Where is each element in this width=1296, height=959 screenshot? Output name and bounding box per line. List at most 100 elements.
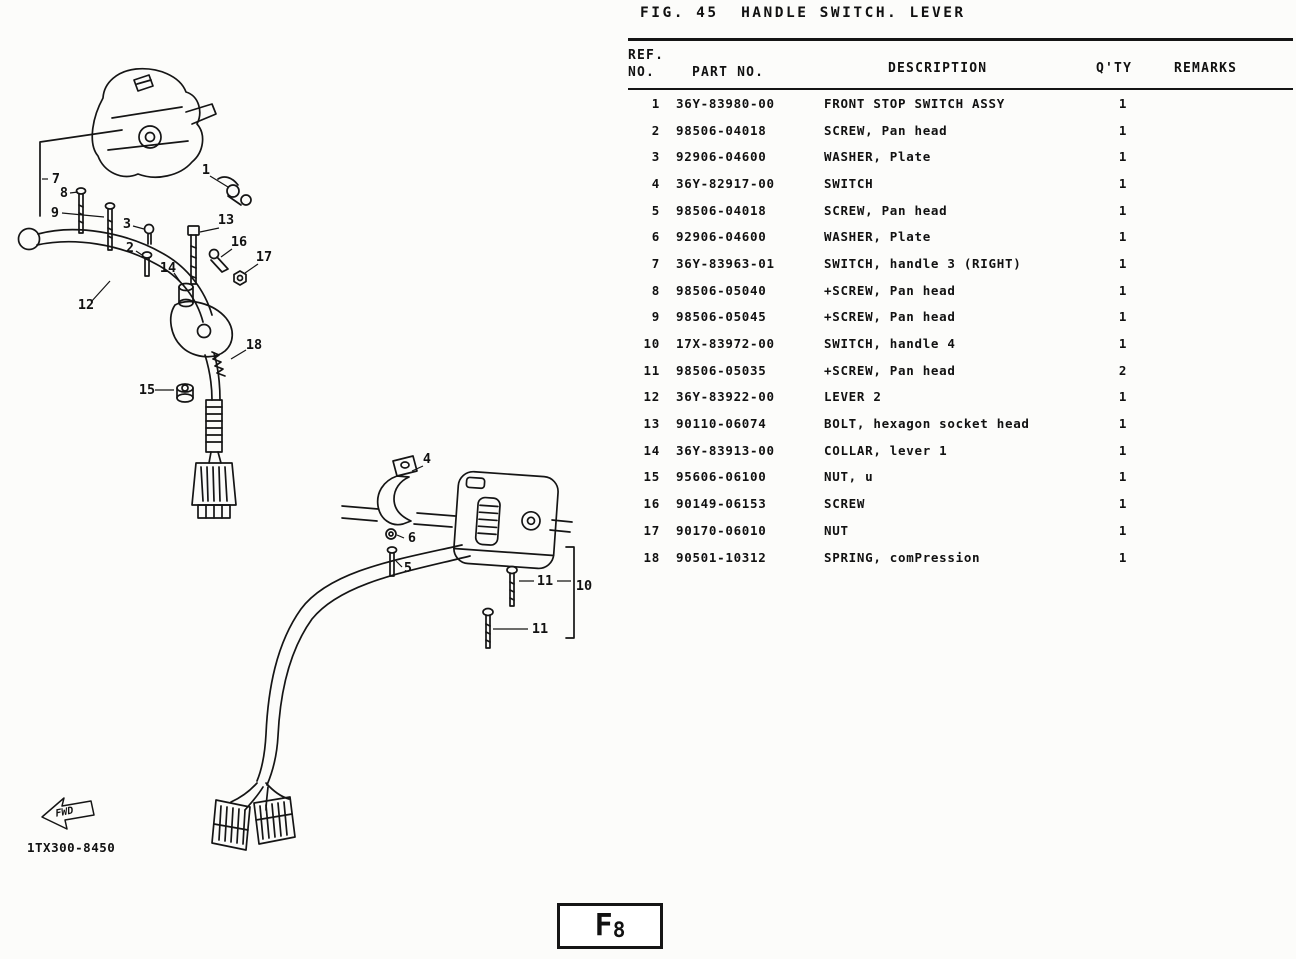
qty-cell: 1 — [1118, 255, 1128, 271]
callout-label: 3 — [123, 216, 131, 232]
description-cell: NUT — [824, 522, 849, 538]
callout-label: 7 — [52, 171, 60, 187]
ref-cell: 6 — [651, 229, 660, 245]
callout-leaders — [42, 175, 571, 630]
callout-label: 2 — [126, 240, 134, 256]
description-cell: SPRING, comPression — [824, 549, 981, 565]
header-qty: Q'TY — [1096, 61, 1133, 76]
ref-cell: 16 — [643, 496, 660, 512]
callout-label: 12 — [78, 297, 94, 313]
qty-cell: 1 — [1118, 416, 1128, 432]
description-cell: LEVER 2 — [824, 389, 882, 405]
callout-label: 17 — [256, 249, 272, 265]
table-top-rule — [628, 38, 1293, 41]
part-no-cell: 90110-06074 — [676, 416, 767, 432]
screw-16 — [208, 248, 229, 273]
ref-cell: 1 — [651, 95, 660, 111]
description-cell: NUT, u — [824, 469, 874, 485]
front-stop-switch — [217, 176, 252, 206]
table-header: REF. NO. PART NO. DESCRIPTION Q'TY REMAR… — [628, 41, 1293, 88]
description-cell: WASHER, Plate — [824, 229, 931, 245]
qty-cell: 1 — [1118, 309, 1128, 325]
part-no-cell: 90149-06153 — [676, 496, 767, 512]
description-cell: SCREW — [824, 496, 866, 512]
table-row: 16 90149-06153 SCREW 1 — [628, 490, 1293, 517]
ref-cell: 2 — [651, 122, 660, 138]
qty-cell: 1 — [1118, 95, 1128, 111]
part-no-cell: 98506-04018 — [676, 202, 767, 218]
callout-labels: 7 8 9 3 2 1 13 16 17 14 12 18 15 4 6 5 1… — [51, 162, 592, 637]
bolt-13 — [187, 225, 200, 285]
right-switch-housing — [453, 470, 559, 570]
description-cell: COLLAR, lever 1 — [824, 442, 948, 458]
callout-label: 18 — [246, 337, 262, 353]
header-description: DESCRIPTION — [888, 61, 988, 76]
qty-cell: 1 — [1118, 496, 1128, 512]
callout-label: 8 — [60, 185, 68, 201]
callout-label: 9 — [51, 205, 59, 221]
part-no-cell: 36Y-83913-00 — [676, 442, 775, 458]
description-cell: FRONT STOP SWITCH ASSY — [824, 95, 1005, 111]
ref-cell: 18 — [643, 549, 660, 565]
ref-cell: 17 — [643, 522, 660, 538]
callout-label: 5 — [404, 560, 412, 576]
qty-cell: 1 — [1118, 202, 1128, 218]
figure-title: FIG. 45 HANDLE SWITCH. LEVER — [640, 5, 966, 21]
ref-cell: 14 — [643, 442, 660, 458]
screw-8 — [75, 187, 87, 234]
left-cable-connector — [191, 352, 237, 519]
description-cell: +SCREW, Pan head — [824, 362, 956, 378]
table-row: 17 90170-06010 NUT 1 — [628, 517, 1293, 544]
description-cell: SCREW, Pan head — [824, 122, 948, 138]
ref-cell: 10 — [643, 336, 660, 352]
nut-17 — [233, 270, 247, 286]
part-no-cell: 90501-10312 — [676, 549, 767, 565]
qty-cell: 1 — [1118, 522, 1128, 538]
qty-cell: 2 — [1118, 362, 1128, 378]
part-no-cell: 95606-06100 — [676, 469, 767, 485]
brake-lever — [17, 227, 234, 358]
parts-table: REF. NO. PART NO. DESCRIPTION Q'TY REMAR… — [628, 38, 1293, 570]
fwd-arrow — [41, 797, 95, 830]
qty-cell: 1 — [1118, 389, 1128, 405]
callout-label: 11 — [532, 621, 548, 637]
callout-label: 1 — [202, 162, 210, 178]
ref-cell: 9 — [651, 309, 660, 325]
qty-cell: 1 — [1118, 282, 1128, 298]
part-no-cell: 17X-83972-00 — [676, 336, 775, 352]
description-cell: SWITCH — [824, 175, 874, 191]
ref-cell: 7 — [651, 255, 660, 271]
screw-11a — [506, 565, 518, 607]
fwd-label: FWD — [55, 805, 75, 819]
part-no-cell: 98506-05035 — [676, 362, 767, 378]
qty-cell: 1 — [1118, 469, 1128, 485]
table-row: 1 36Y-83980-00 FRONT STOP SWITCH ASSY 1 — [628, 90, 1293, 117]
part-no-cell: 36Y-83980-00 — [676, 95, 775, 111]
description-cell: BOLT, hexagon socket head — [824, 416, 1030, 432]
qty-cell: 1 — [1118, 149, 1128, 165]
callout-label: 6 — [408, 530, 416, 546]
description-cell: SCREW, Pan head — [824, 202, 948, 218]
ref-cell: 4 — [651, 175, 660, 191]
handle-switch-housing — [91, 67, 217, 178]
table-row: 13 90110-06074 BOLT, hexagon socket head 1 — [628, 410, 1293, 437]
header-part-no: PART NO. — [692, 65, 765, 80]
part-no-cell: 90170-06010 — [676, 522, 767, 538]
part-no-cell: 36Y-83922-00 — [676, 389, 775, 405]
qty-cell: 1 — [1118, 122, 1128, 138]
header-ref-line1: REF. — [628, 48, 665, 63]
ref-cell: 8 — [651, 282, 660, 298]
callout-label: 10 — [576, 578, 592, 594]
callout-label: 4 — [423, 451, 431, 467]
ref-cell: 13 — [643, 416, 660, 432]
